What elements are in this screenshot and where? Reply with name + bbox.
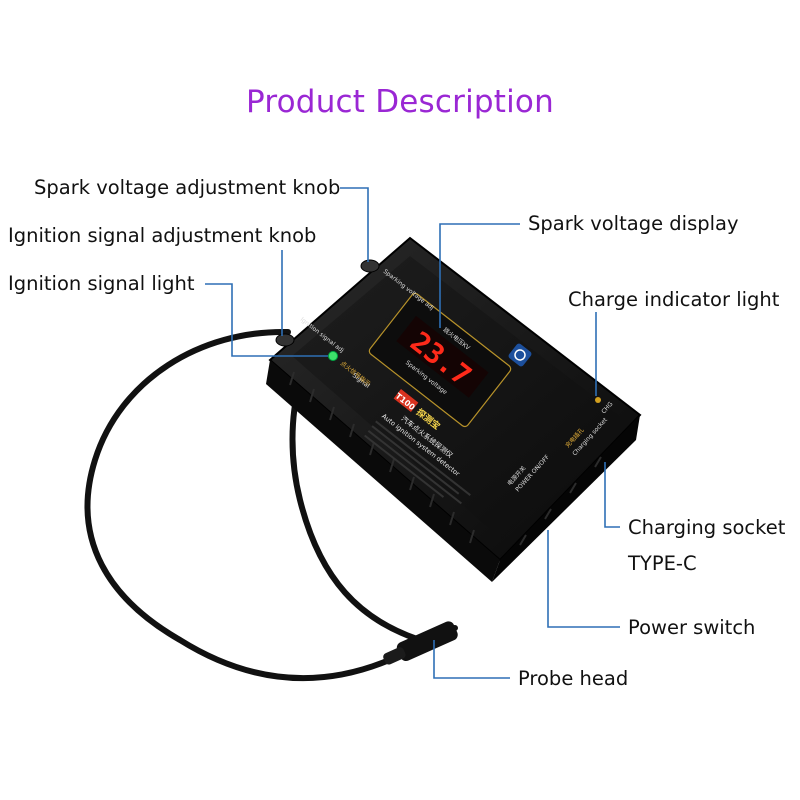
callout-spark-knob: Spark voltage adjustment knob (34, 176, 341, 199)
leader-ignition-light (205, 283, 328, 357)
ignition-signal-led (328, 351, 338, 361)
callout-ignition-light: Ignition signal light (8, 272, 195, 295)
callout-probe-head: Probe head (518, 667, 629, 690)
brand-logo-icon (508, 343, 532, 367)
page-title: Product Description (246, 84, 554, 120)
spark-voltage-knob (360, 259, 380, 273)
leader-spark-knob (340, 187, 369, 262)
callout-charging-socket: Charging socket (628, 516, 786, 539)
probe-head (383, 621, 458, 665)
charge-indicator-light (595, 397, 601, 403)
ignition-signal-knob (275, 333, 295, 347)
spark-voltage-display: 23.7 跳火电压KV Sparking voltage (368, 292, 512, 428)
leader-power-switch (547, 530, 620, 628)
leader-lines (205, 187, 620, 679)
leader-probe-head (433, 640, 510, 679)
callout-ignition-knob: Ignition signal adjustment knob (8, 224, 317, 247)
callout-spark-display: Spark voltage display (528, 212, 739, 235)
leader-spark-display (439, 223, 520, 328)
callout-charge-light: Charge indicator light (568, 288, 780, 311)
leader-charging-socket (604, 462, 620, 528)
callout-charging-socket-type: TYPE-C (628, 552, 697, 575)
callout-power-switch: Power switch (628, 616, 756, 639)
model-badge (393, 389, 419, 413)
